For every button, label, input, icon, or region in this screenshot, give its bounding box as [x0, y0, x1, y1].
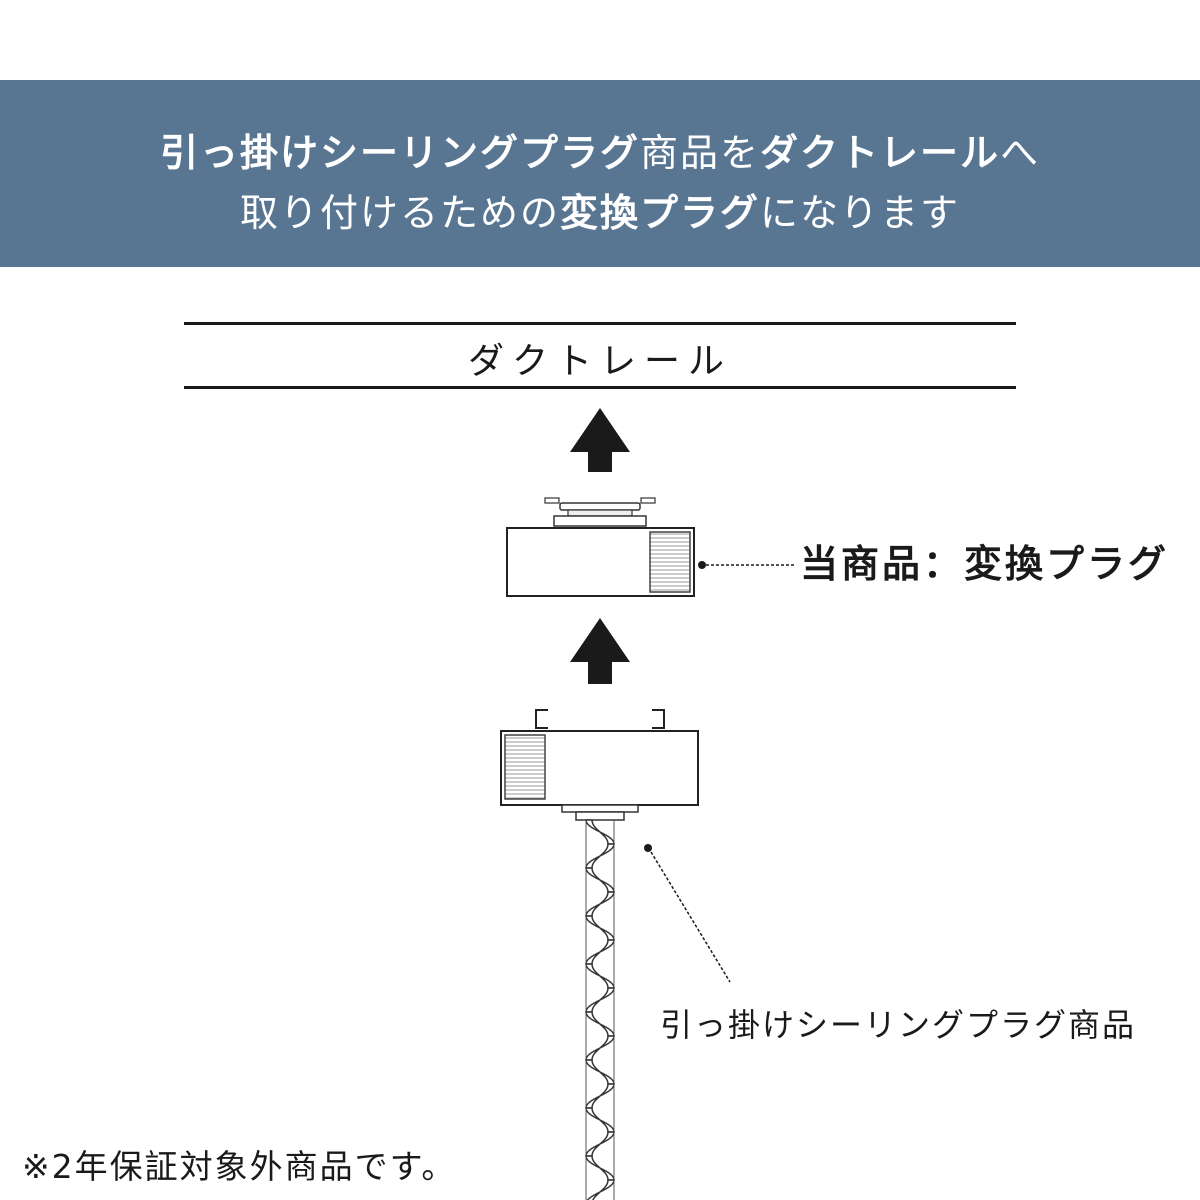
pendant-label-leader [644, 844, 731, 983]
header-text-product: 商品を [639, 131, 760, 175]
ceiling-plug-illustration [500, 709, 699, 821]
header-banner: 引っ掛けシーリングプラグ商品をダクトレールへ 取り付けるための変換プラグになりま… [0, 80, 1200, 267]
cord-segment [585, 819, 615, 845]
warranty-note: ※2年保証対象外商品です。 [22, 1147, 457, 1186]
conversion-plug-label: 当商品：変換プラグ [800, 542, 1170, 586]
cord-segment [585, 963, 615, 989]
duct-rail-bottom-line [184, 386, 1016, 389]
cord-segment [585, 915, 615, 941]
cord-segment [585, 867, 615, 893]
header-text-becomes: になります [760, 191, 961, 235]
cord-segment [585, 939, 615, 965]
cord-segment [585, 1107, 615, 1133]
cord-segment [585, 987, 615, 1013]
header-emphasis-conversion-plug: 変換プラグ [559, 191, 760, 235]
cord-segment [585, 1131, 615, 1157]
product-label-leader [698, 561, 794, 569]
header-text-for-mounting: 取り付けるための [239, 191, 560, 235]
up-arrow-icon [570, 408, 630, 472]
conversion-plug-illustration [506, 497, 695, 597]
cord-segment [585, 1083, 615, 1109]
twisted-cord-illustration [585, 819, 615, 1200]
header-text-to: へ [1000, 131, 1041, 175]
duct-rail-top-line [184, 322, 1016, 325]
ceiling-plug-product-label: 引っ掛けシーリングプラグ商品 [660, 1006, 1137, 1044]
header-line-1: 引っ掛けシーリングプラグ商品をダクトレールへ [0, 122, 1200, 177]
up-arrow-icon [570, 618, 630, 684]
cord-segment [585, 1059, 615, 1085]
cord-segment [585, 1011, 615, 1037]
cord-segment [585, 1035, 615, 1061]
cord-segment [585, 891, 615, 917]
header-line-2: 取り付けるための変換プラグになります [0, 182, 1200, 237]
cord-segment [586, 1179, 615, 1200]
header-emphasis-ceiling-plug: 引っ掛けシーリングプラグ [159, 131, 640, 175]
header-emphasis-duct-rail: ダクトレール [760, 131, 1001, 175]
cord-segment [585, 1155, 615, 1181]
cord-segment [585, 843, 615, 869]
duct-rail-label: ダクトレール [467, 341, 732, 382]
